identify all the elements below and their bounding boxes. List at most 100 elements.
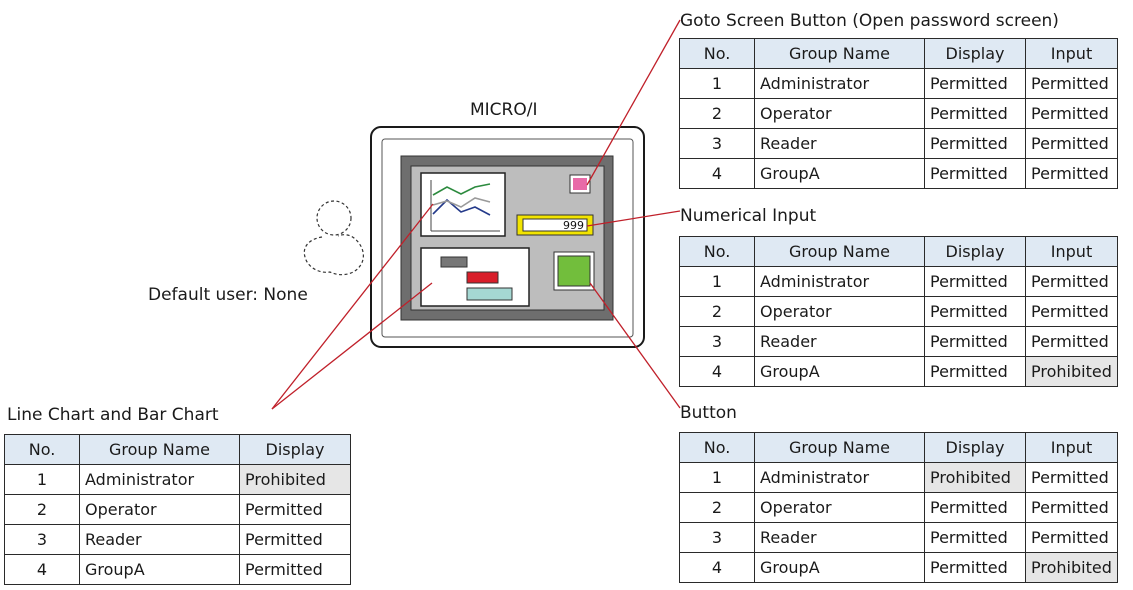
callout-goto (586, 19, 681, 186)
button-table-caption: Button (680, 403, 737, 423)
device-model-label: MICRO/I (470, 100, 538, 120)
cell-no: 2 (679, 492, 755, 523)
col-header-group: Group Name (754, 432, 925, 463)
callout-numerical (586, 210, 681, 227)
goto-screen-button-part[interactable] (569, 174, 591, 194)
cell-group: Operator (754, 98, 925, 129)
col-header-input: Input (1025, 38, 1118, 69)
cell-input: Permitted (1025, 68, 1118, 99)
line-chart-part[interactable] (420, 172, 506, 237)
cell-no: 4 (679, 158, 755, 189)
cell-display: Permitted (924, 128, 1026, 159)
cell-input: Prohibited (1025, 552, 1118, 583)
cell-input: Permitted (1025, 522, 1118, 553)
cell-group: GroupA (754, 552, 925, 583)
col-header-input: Input (1025, 236, 1118, 267)
col-header-group: Group Name (754, 38, 925, 69)
table-header-row: No. Group Name Display Input (679, 38, 1118, 69)
cell-no: 1 (679, 68, 755, 99)
callout-button (589, 282, 681, 409)
cell-group: GroupA (754, 158, 925, 189)
cell-no: 1 (679, 266, 755, 297)
cell-input: Permitted (1025, 296, 1118, 327)
cell-group: GroupA (754, 356, 925, 387)
cell-no: 2 (679, 98, 755, 129)
cell-display: Prohibited (924, 462, 1026, 493)
col-header-display: Display (924, 38, 1026, 69)
callout-line-chart (271, 203, 434, 410)
bar-chart-part[interactable] (420, 247, 530, 307)
col-header-no: No. (679, 38, 755, 69)
cell-display: Permitted (924, 98, 1026, 129)
cell-group: Administrator (754, 68, 925, 99)
col-header-no: No. (679, 432, 755, 463)
cell-input: Permitted (1025, 266, 1118, 297)
col-header-display: Display (924, 432, 1026, 463)
col-header-group: Group Name (79, 434, 240, 465)
col-header-no: No. (679, 236, 755, 267)
cell-display: Permitted (239, 524, 351, 555)
table-header-row: No. Group Name Display Input (679, 432, 1118, 463)
cell-no: 3 (679, 522, 755, 553)
cell-group: Reader (79, 524, 240, 555)
cell-no: 1 (4, 464, 80, 495)
cell-no: 1 (679, 462, 755, 493)
cell-group: Administrator (754, 266, 925, 297)
cell-group: Operator (79, 494, 240, 525)
cell-display: Permitted (924, 492, 1026, 523)
cell-input: Permitted (1025, 98, 1118, 129)
cell-display: Permitted (924, 522, 1026, 553)
button-part[interactable] (553, 251, 595, 291)
table-header-row: No. Group Name Display (4, 434, 351, 465)
user-icon (303, 200, 364, 276)
cell-input: Permitted (1025, 326, 1118, 357)
cell-no: 4 (4, 554, 80, 585)
cell-group: Reader (754, 326, 925, 357)
cell-display: Permitted (924, 552, 1026, 583)
cell-group: Reader (754, 128, 925, 159)
cell-no: 2 (4, 494, 80, 525)
col-header-group: Group Name (754, 236, 925, 267)
numeric-input-value: 999 (563, 219, 584, 232)
cell-no: 4 (679, 552, 755, 583)
cell-no: 3 (4, 524, 80, 555)
chart-table-caption: Line Chart and Bar Chart (7, 405, 219, 425)
cell-no: 3 (679, 128, 755, 159)
cell-group: Operator (754, 296, 925, 327)
table-header-row: No. Group Name Display Input (679, 236, 1118, 267)
cell-display: Permitted (924, 266, 1026, 297)
cell-group: Administrator (754, 462, 925, 493)
cell-group: GroupA (79, 554, 240, 585)
cell-input: Prohibited (1025, 356, 1118, 387)
cell-no: 2 (679, 296, 755, 327)
cell-input: Permitted (1025, 492, 1118, 523)
cell-group: Reader (754, 522, 925, 553)
col-header-display: Display (924, 236, 1026, 267)
numerical-input-part[interactable]: 999 (516, 214, 594, 236)
cell-display: Permitted (924, 158, 1026, 189)
cell-group: Administrator (79, 464, 240, 495)
callout-bar-chart (271, 282, 433, 410)
col-header-display: Display (239, 434, 351, 465)
cell-input: Permitted (1025, 462, 1118, 493)
default-user-label: Default user: None (148, 285, 308, 305)
cell-input: Permitted (1025, 128, 1118, 159)
